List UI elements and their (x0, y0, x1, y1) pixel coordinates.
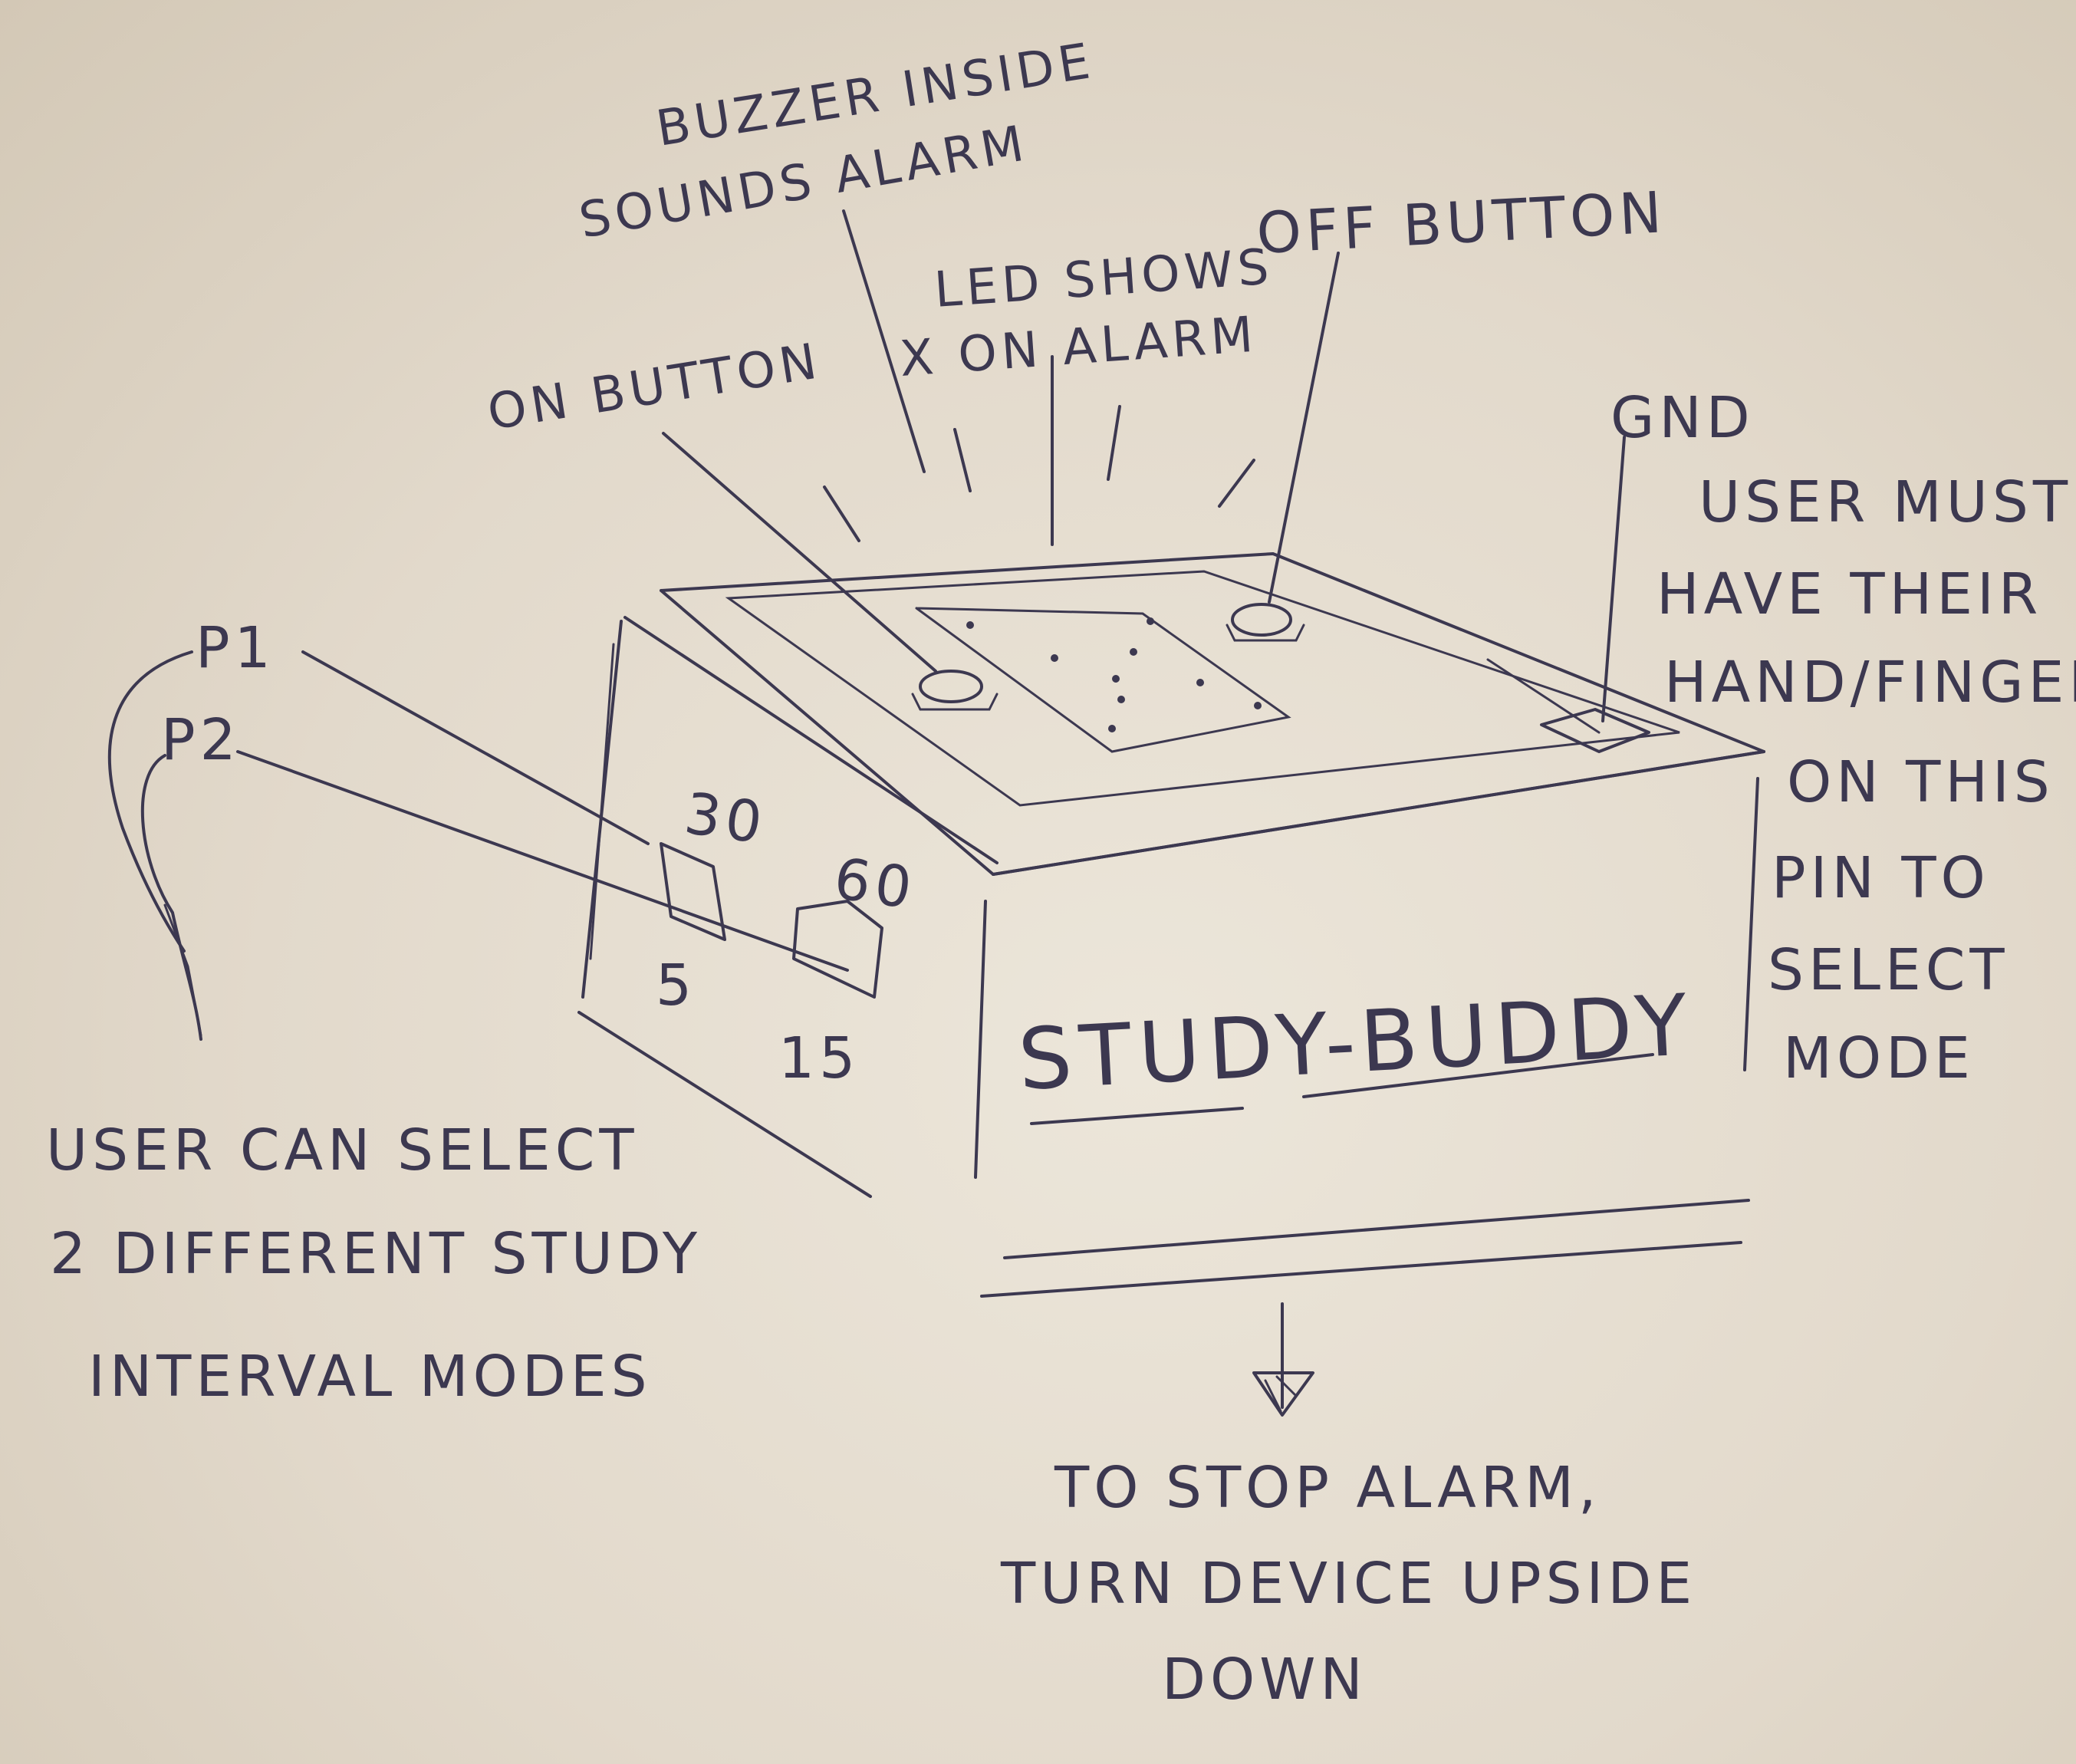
gnd-leader (1603, 437, 1624, 721)
label-user-can-3: INTERVAL MODES (88, 1344, 652, 1410)
on-button-component (913, 671, 997, 709)
label-p1: P1 (196, 615, 275, 681)
mode-pad-1 (661, 844, 725, 940)
label-device-name: STUDY-BUDDY (1016, 976, 1697, 1109)
label-user-can-2: 2 DIFFERENT STUDY (50, 1221, 702, 1287)
label-p2: P2 (161, 707, 241, 773)
label-mode-5: 5 (656, 953, 696, 1019)
label-user-must-1: USER MUST (1699, 469, 2072, 535)
led-dots (966, 617, 1262, 732)
circuit-board (916, 608, 1288, 752)
label-stop-alarm-2: TURN DEVICE UPSIDE (1000, 1551, 1696, 1617)
label-on-button: ON BUTTON (484, 333, 825, 442)
label-mode-30: 30 (680, 781, 770, 857)
box-front-top-edge (993, 752, 1764, 874)
label-stop-alarm-3: DOWN (1162, 1647, 1367, 1713)
box-left-face-line (591, 644, 614, 959)
box-front-left-edge (975, 901, 985, 1177)
off-button-component (1227, 604, 1304, 640)
on-button-leader (663, 433, 936, 671)
label-user-must-5: PIN TO (1772, 845, 1990, 911)
box-top-outer (661, 554, 1764, 874)
p1-bracket (110, 652, 192, 951)
label-user-must-7: MODE (1783, 1025, 1975, 1091)
box-front-right-edge (1745, 778, 1758, 1070)
label-stop-alarm-1: TO STOP ALARM, (1054, 1455, 1601, 1521)
label-buzzer-line1: BUZZER INSIDE (653, 33, 1098, 158)
label-mode-15: 15 (778, 1025, 860, 1091)
device-box (579, 554, 1764, 1296)
label-user-must-2: HAVE THEIR (1657, 561, 2042, 627)
label-user-must-6: SELECT (1768, 937, 2009, 1003)
label-user-can-1: USER CAN SELECT (46, 1117, 639, 1183)
label-user-must-4: ON THIS (1787, 749, 2055, 815)
label-led-line1: LED SHOWS (933, 239, 1275, 319)
box-top-left-back (625, 617, 997, 863)
sound-rays (824, 357, 1254, 545)
label-led-line2: X ON ALARM (898, 307, 1259, 388)
p1-leader (303, 652, 648, 844)
label-off-button: OFF BUTTON (1255, 179, 1667, 267)
label-user-must-3: HAND/FINGER (1664, 650, 2076, 716)
label-gnd: GND (1610, 385, 1755, 451)
device-name-underline-1 (1031, 1108, 1242, 1124)
label-mode-60: 60 (830, 846, 920, 923)
off-button-leader (1269, 253, 1338, 602)
